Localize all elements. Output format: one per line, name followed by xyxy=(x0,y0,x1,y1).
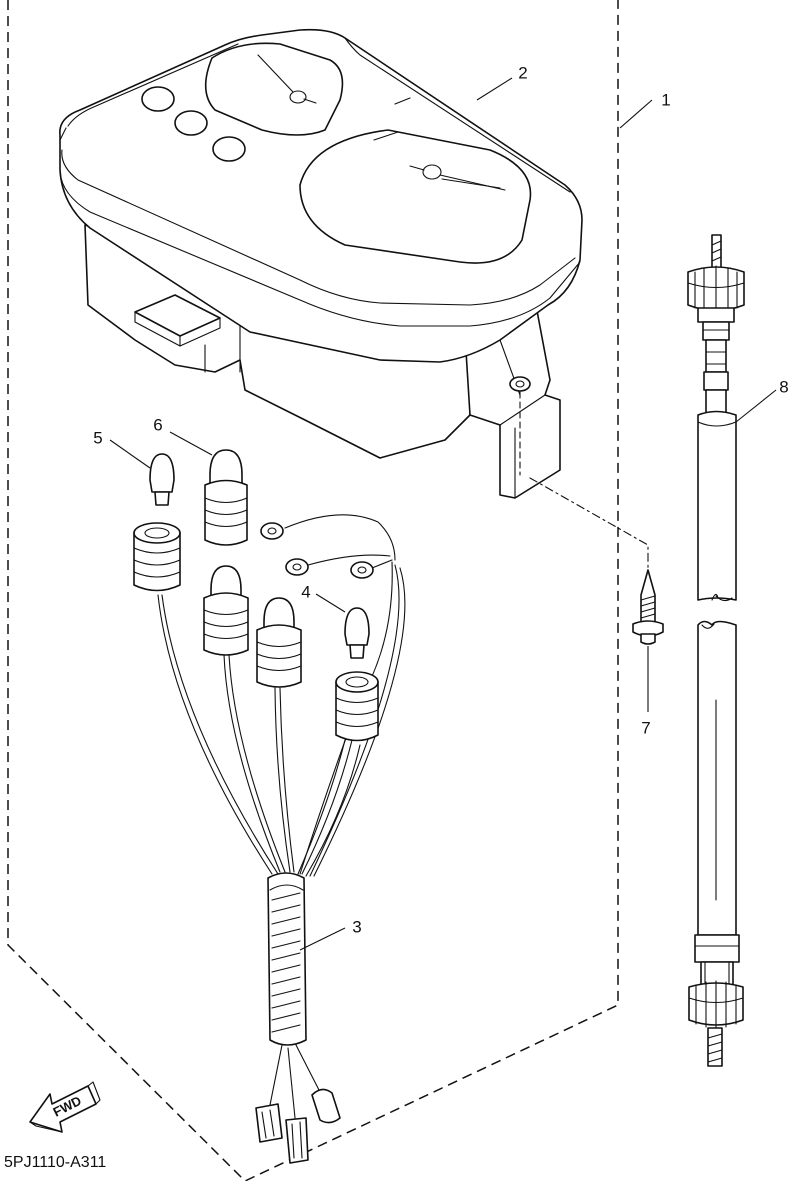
callout-1: 1 xyxy=(661,90,670,109)
screw-align-line xyxy=(529,477,649,576)
leader-line xyxy=(299,927,346,951)
leader-line xyxy=(476,77,513,101)
harness-connector xyxy=(255,1103,283,1143)
harness-connector xyxy=(285,1117,309,1164)
callout-3: 3 xyxy=(352,917,361,936)
tapping-screw xyxy=(632,569,664,712)
assembly-boundary xyxy=(7,0,619,1181)
ring-terminal xyxy=(350,561,374,579)
ring-terminal xyxy=(260,522,284,540)
bulb-socket xyxy=(335,671,379,742)
forward-direction-arrow: FWD xyxy=(29,1081,101,1133)
callout-2: 2 xyxy=(518,63,527,82)
socket-bulb xyxy=(204,449,248,546)
socket-bulb xyxy=(203,565,249,656)
callout-5: 5 xyxy=(93,428,102,447)
leader-line xyxy=(169,431,213,456)
leader-line xyxy=(109,439,151,469)
meter-assembly xyxy=(59,28,583,499)
leader-line xyxy=(735,389,777,423)
leader-line xyxy=(619,99,653,129)
wire-harness xyxy=(157,514,406,1164)
callout-7: 7 xyxy=(641,718,650,737)
wedge-bulb xyxy=(344,607,370,659)
wedge-bulb xyxy=(149,453,175,506)
figure-code: 5PJ1110-A311 xyxy=(4,1154,106,1171)
speedometer-cable xyxy=(687,234,745,1067)
callout-8: 8 xyxy=(779,377,788,396)
callout-4: 4 xyxy=(301,582,310,601)
bulb-socket xyxy=(133,522,181,592)
leader-line xyxy=(315,593,346,613)
callout-6: 6 xyxy=(153,415,162,434)
harness-connector xyxy=(311,1088,341,1124)
socket-bulb xyxy=(256,597,302,688)
ring-terminal xyxy=(285,558,309,576)
